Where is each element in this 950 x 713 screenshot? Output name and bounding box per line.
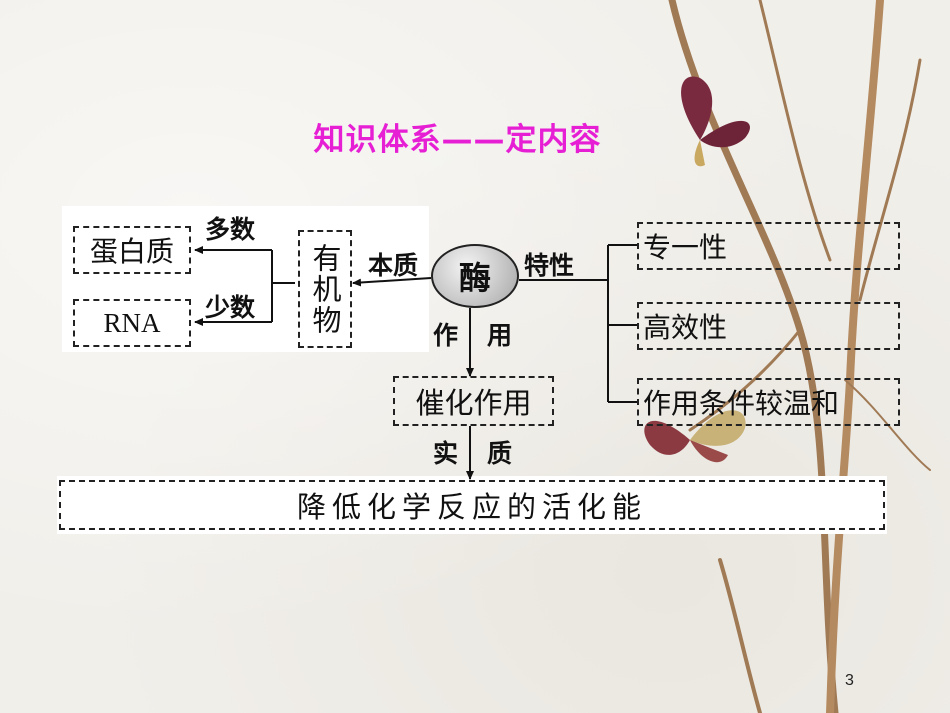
arrow-essence-left bbox=[352, 277, 432, 287]
left-panel bbox=[62, 206, 429, 352]
activation-energy-box: 降低化学反应的活化能 bbox=[59, 480, 885, 530]
essence-down-part-2: 质 bbox=[487, 439, 513, 468]
properties-label: 特性 bbox=[524, 251, 575, 280]
rna-box: RNA bbox=[73, 299, 191, 347]
function-label-part-1: 作 bbox=[433, 321, 459, 350]
catalysis-box: 催化作用 bbox=[393, 376, 554, 426]
enzyme-node: 酶 bbox=[431, 244, 519, 308]
specificity-box: 专一性 bbox=[637, 222, 900, 270]
mild-conditions-box: 作用条件较温和 bbox=[637, 378, 900, 426]
bottom-panel bbox=[57, 476, 887, 534]
function-label-part-2: 用 bbox=[487, 321, 513, 350]
page-number: 3 bbox=[845, 672, 854, 689]
essence-down-part-1: 实 bbox=[433, 439, 459, 468]
efficiency-box: 高效性 bbox=[637, 302, 900, 350]
organic-matter-box: 有机物 bbox=[298, 230, 352, 348]
essence-label: 本质 bbox=[368, 251, 419, 280]
majority-label: 多数 bbox=[205, 215, 256, 244]
minority-label: 少数 bbox=[205, 293, 256, 322]
page-title: 知识体系——定内容 bbox=[313, 122, 602, 158]
protein-box: 蛋白质 bbox=[73, 226, 191, 274]
